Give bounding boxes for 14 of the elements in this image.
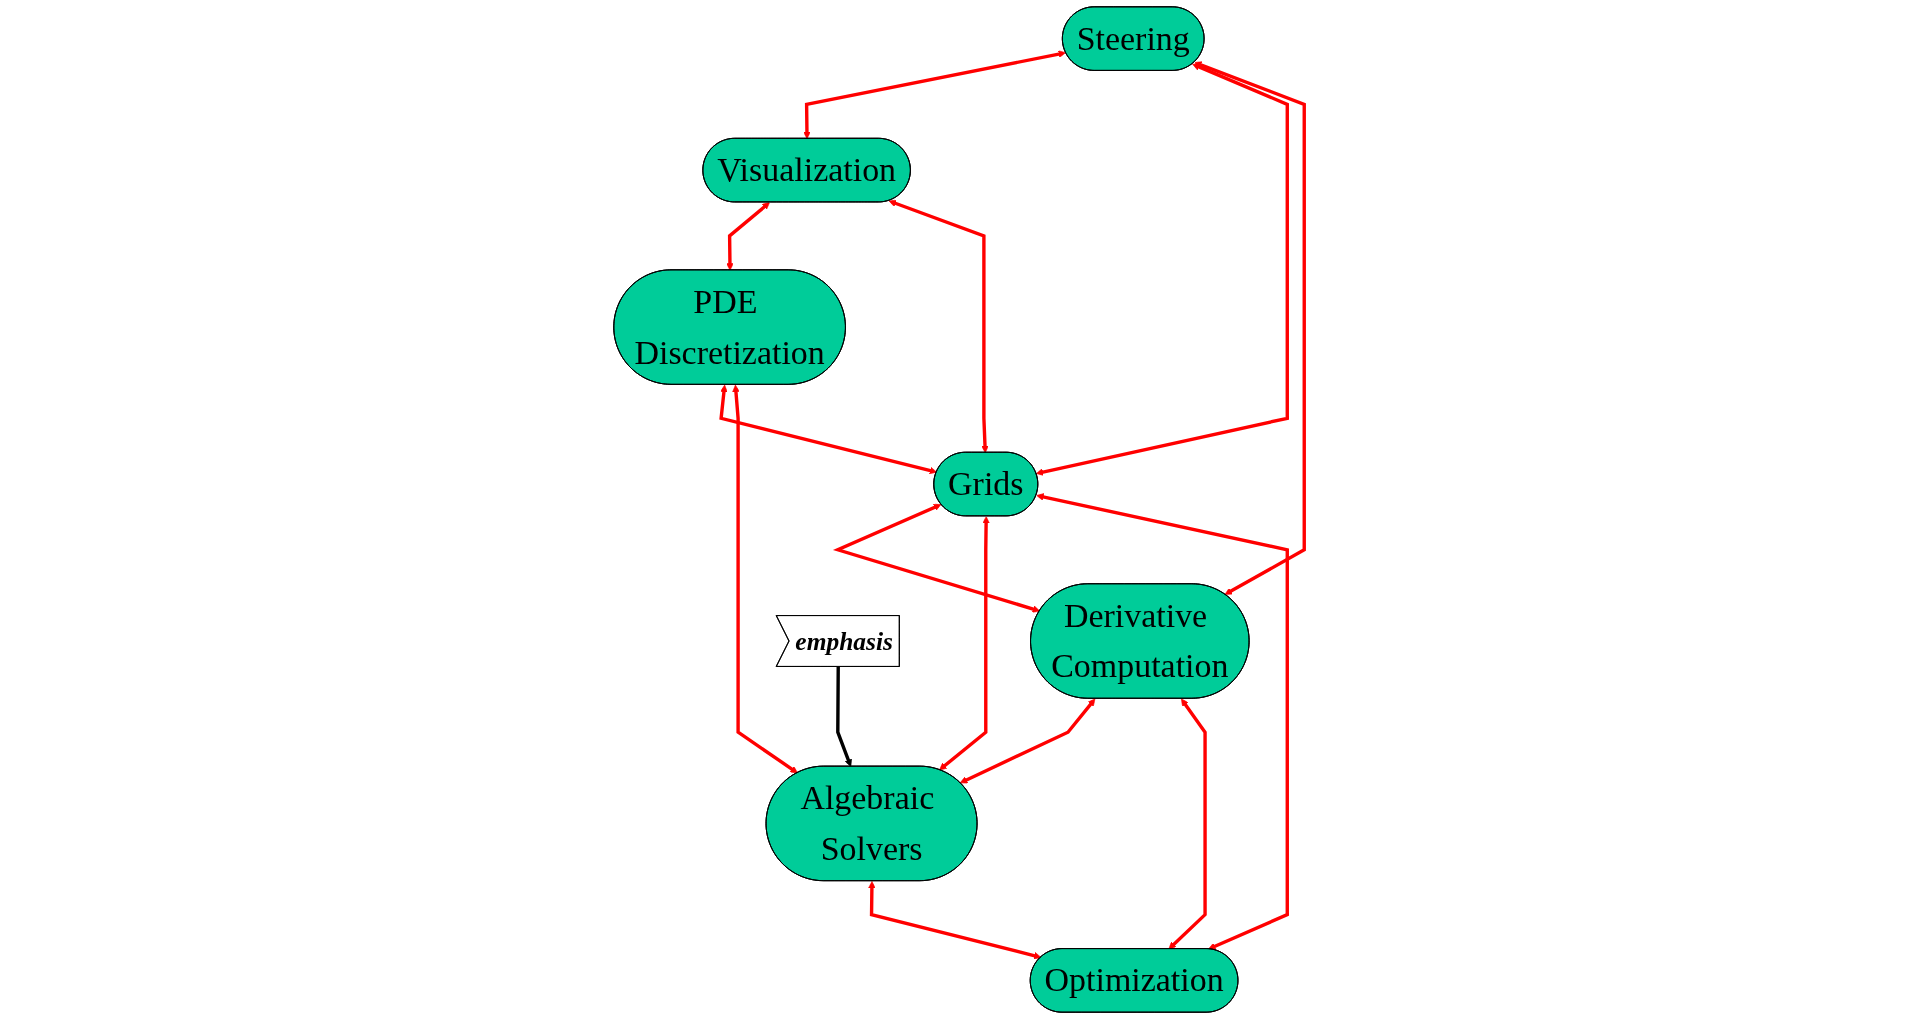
arrow — [836, 666, 853, 767]
arrow — [1036, 63, 1290, 476]
arrow — [889, 199, 990, 453]
arrow — [726, 202, 771, 271]
arrow — [719, 384, 938, 475]
arrow — [939, 516, 991, 771]
arrow — [960, 698, 1096, 784]
arrow — [1169, 698, 1208, 950]
arrow — [833, 503, 1041, 613]
arrow — [1036, 493, 1290, 950]
arrow — [1194, 61, 1307, 595]
arrow — [868, 881, 1042, 960]
arrow — [803, 50, 1067, 140]
arrow — [732, 384, 799, 774]
